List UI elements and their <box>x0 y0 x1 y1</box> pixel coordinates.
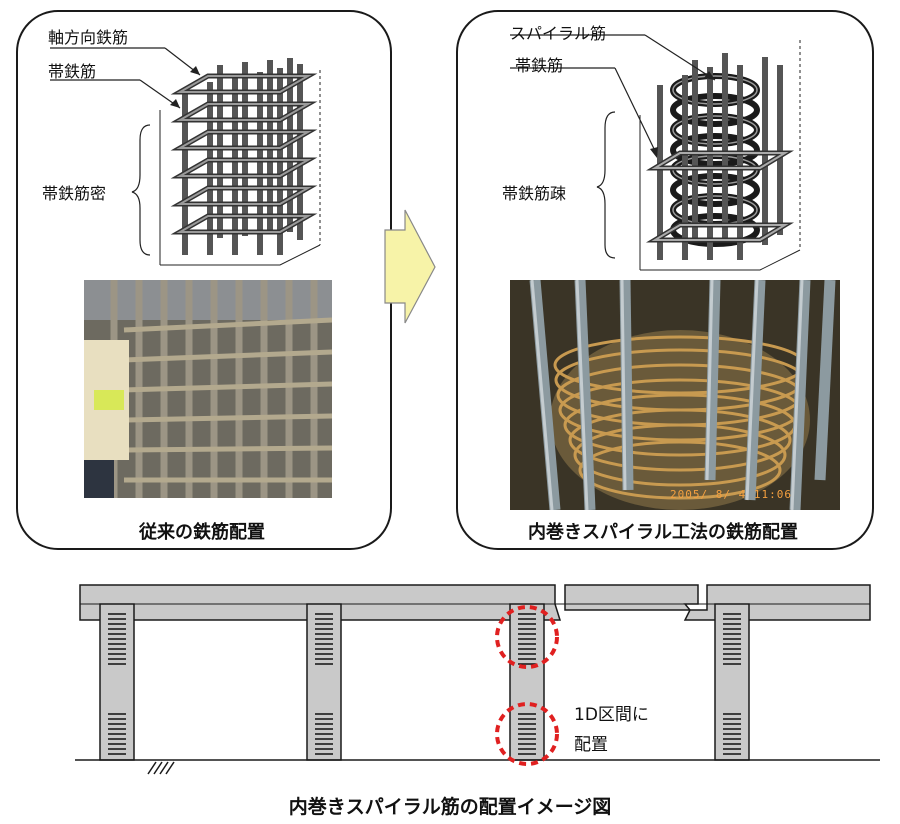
spiral-rebar-photo <box>510 280 840 510</box>
axial-bar-label: 軸方向鉄筋 <box>48 28 129 47</box>
conventional-caption: 従来の鉄筋配置 <box>139 522 265 543</box>
hoop-bar-label-right: 帯鉄筋 <box>515 56 564 75</box>
placement-note-line1: 1D区間に <box>574 705 649 725</box>
placement-note-line2: 配置 <box>574 735 608 755</box>
hoop-bar-label: 帯鉄筋 <box>48 62 97 81</box>
conventional-cage-drawing <box>159 58 321 266</box>
viaduct-elevation <box>75 584 880 775</box>
dense-hoop-label: 帯鉄筋密 <box>42 184 107 203</box>
sparse-hoop-label: 帯鉄筋疎 <box>502 184 567 203</box>
conventional-leader-lines <box>50 47 201 256</box>
transition-arrow <box>384 209 436 324</box>
elevation-caption: 内巻きスパイラル筋の配置イメージ図 <box>288 796 612 818</box>
spiral-caption: 内巻きスパイラル工法の鉄筋配置 <box>528 522 798 543</box>
spiral-bar-label: スパイラル筋 <box>510 24 607 43</box>
photo-date-stamp: 2005/ 8/ 4 11:06 <box>670 488 792 501</box>
spiral-leader-lines <box>510 34 716 259</box>
highlight-circle-top <box>495 605 559 669</box>
spiral-cage-drawing <box>639 40 801 271</box>
conventional-rebar-photo <box>84 280 332 498</box>
highlight-circle-bottom <box>495 702 559 766</box>
